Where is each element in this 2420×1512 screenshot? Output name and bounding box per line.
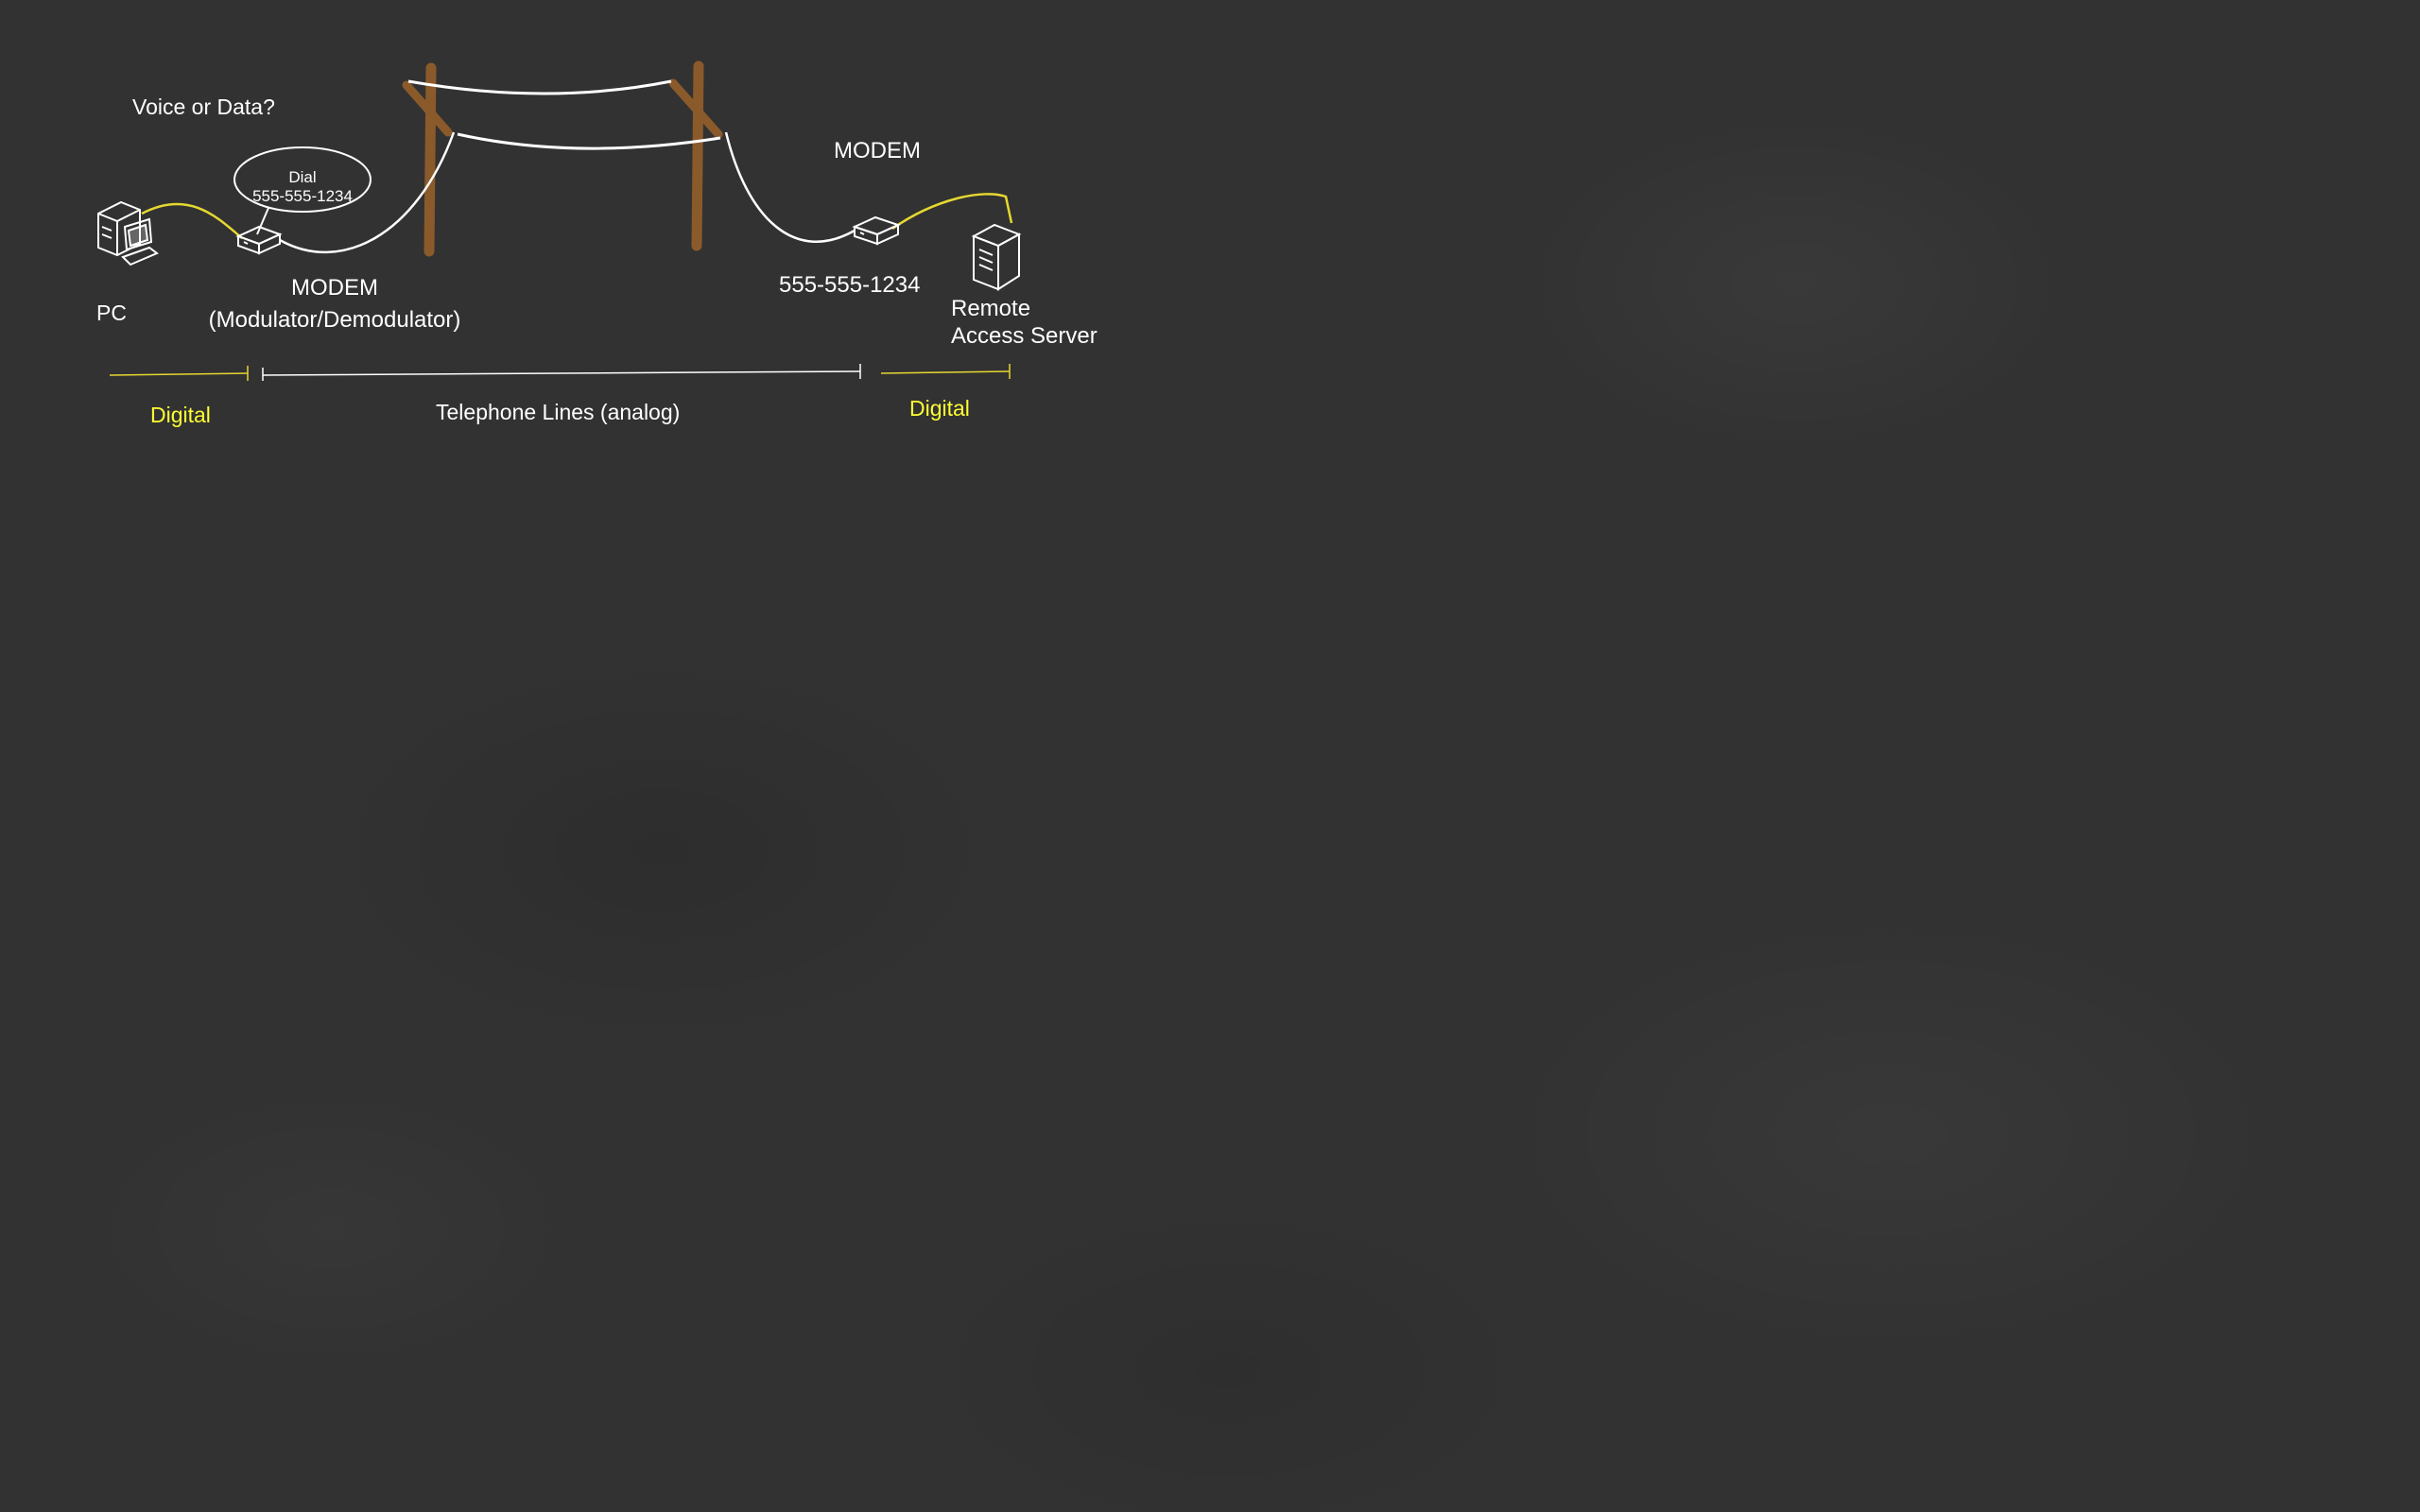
- phone-line-left: [279, 131, 456, 254]
- speech-bubble-text: Dial 555-555-1234: [236, 168, 369, 205]
- digital-cable-left: [141, 202, 243, 239]
- modem-icon-left: [235, 225, 283, 255]
- digital-left-label: Digital: [150, 403, 211, 427]
- server-icon: [971, 223, 1022, 291]
- telephone-pole-icon-right: [668, 60, 723, 251]
- telephone-pole-icon-left: [402, 62, 453, 257]
- overhead-wire-bottom: [457, 132, 721, 150]
- modem-right-label: MODEM: [834, 138, 921, 163]
- speech-bubble-line1: Dial: [288, 168, 317, 186]
- digital-right-label: Digital: [909, 396, 970, 421]
- server-label-line2: Access Server: [951, 323, 1098, 350]
- digital-bracket-left: [109, 366, 249, 381]
- question-label: Voice or Data?: [132, 94, 275, 119]
- speech-bubble: [233, 146, 372, 235]
- digital-bracket-right: [880, 364, 1011, 379]
- modem-left-label-line2: (Modulator/Demodulator): [208, 306, 461, 333]
- pc-label: PC: [96, 301, 127, 325]
- speech-bubble-line2: 555-555-1234: [252, 186, 353, 205]
- overhead-wire-top: [407, 79, 672, 95]
- phone-line-right: [724, 131, 856, 243]
- phone-number-label: 555-555-1234: [779, 272, 921, 298]
- digital-cable-right: [891, 193, 1013, 231]
- telephone-lines-label: Telephone Lines (analog): [436, 400, 681, 424]
- server-label: Remote Access Server: [951, 295, 1098, 351]
- pc-icon: [97, 200, 159, 266]
- modem-left-label: MODEM (Modulator/Demodulator): [193, 272, 476, 335]
- modem-left-label-line1: MODEM: [291, 275, 378, 301]
- analog-bracket: [262, 364, 861, 381]
- server-label-line1: Remote: [951, 296, 1031, 321]
- modem-icon-right: [852, 215, 901, 246]
